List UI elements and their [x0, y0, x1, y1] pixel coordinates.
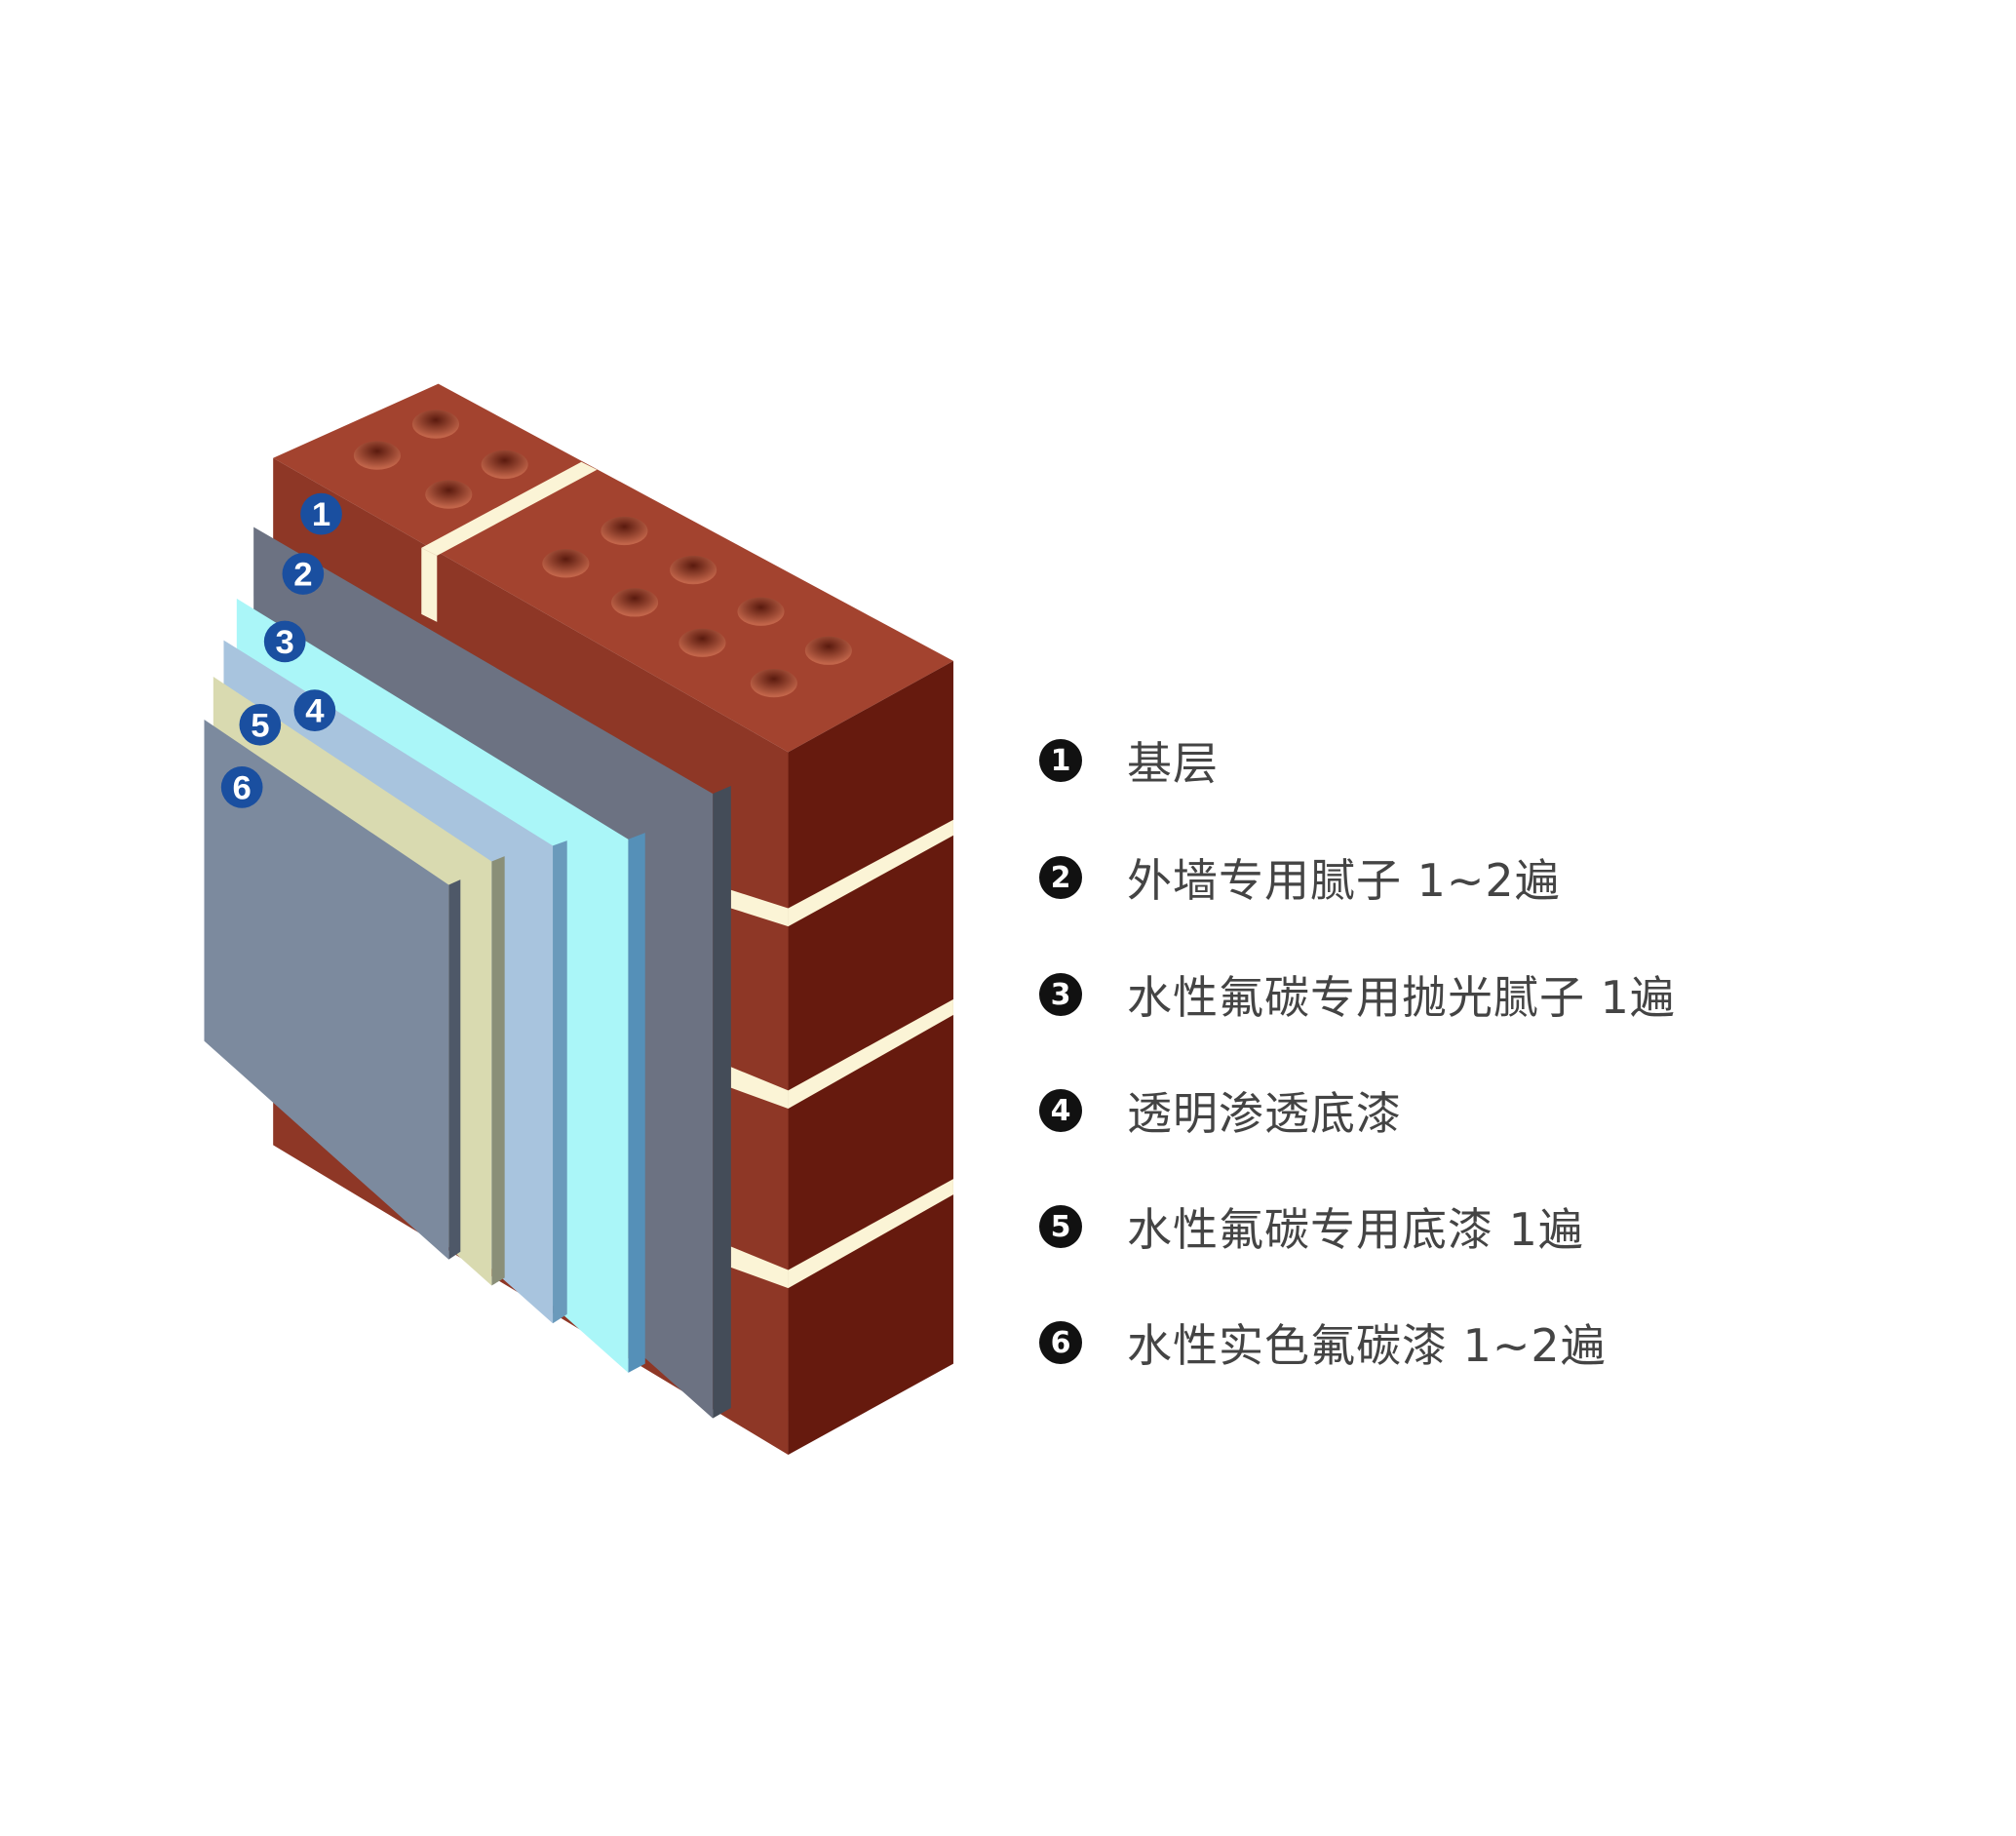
legend-label: 水性氟碳专用抛光腻子 1遍 [1127, 971, 1676, 1024]
legend-number: 4 [1039, 1089, 1082, 1132]
legend-item: 2 外墙专用腻子 1~2遍 [1039, 848, 1561, 907]
mortar-joints [421, 461, 953, 1289]
legend-number: 3 [1039, 973, 1082, 1016]
badge-3: 3 [276, 624, 294, 661]
brick-holes [353, 410, 852, 698]
badge-2: 2 [293, 557, 312, 594]
legend-number: 1 [1039, 739, 1082, 782]
layer-badges: 1 2 3 4 5 6 [220, 492, 342, 808]
legend-label: 外墙专用腻子 1~2遍 [1127, 854, 1561, 907]
layer-6-topcoat [204, 719, 461, 1260]
legend-number: 6 [1039, 1321, 1082, 1364]
legend-label: 水性实色氟碳漆 1~2遍 [1127, 1319, 1607, 1372]
legend-number: 2 [1039, 856, 1082, 899]
legend-label: 基层 [1127, 737, 1219, 790]
badge-5: 5 [251, 707, 269, 744]
legend-item: 6 水性实色氟碳漆 1~2遍 [1039, 1313, 1607, 1372]
legend-item: 4 透明渗透底漆 [1039, 1081, 1402, 1140]
badge-4: 4 [305, 693, 325, 730]
legend-label: 透明渗透底漆 [1127, 1087, 1402, 1140]
badge-6: 6 [233, 769, 252, 806]
legend-number: 5 [1039, 1205, 1082, 1248]
legend-label: 水性氟碳专用底漆 1遍 [1127, 1203, 1584, 1256]
legend-item: 5 水性氟碳专用底漆 1遍 [1039, 1197, 1584, 1256]
badge-1: 1 [312, 496, 330, 533]
legend-item: 3 水性氟碳专用抛光腻子 1遍 [1039, 965, 1676, 1024]
legend-item: 1 基层 [1039, 731, 1219, 790]
